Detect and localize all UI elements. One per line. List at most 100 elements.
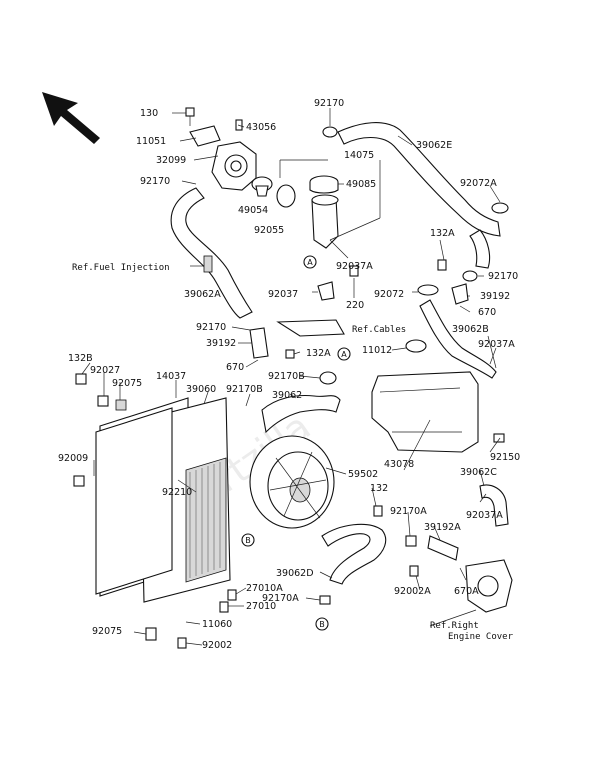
part-label: 14075 xyxy=(344,150,374,161)
part-label: 670 xyxy=(226,362,244,373)
part-label: 92072 xyxy=(374,289,404,300)
part-label: 132B xyxy=(68,353,93,364)
part-label: 39062B xyxy=(452,324,489,335)
clamp-92072 xyxy=(417,284,439,296)
part-label: 92170B xyxy=(226,384,263,395)
part-label: 39062D xyxy=(276,568,314,579)
part-label: 92037A xyxy=(336,261,373,272)
part-label: 39192 xyxy=(480,291,510,302)
radiator-screen xyxy=(95,407,173,595)
part-label: 132 xyxy=(370,483,388,494)
upper-hose-39062e xyxy=(337,122,501,237)
part-label: 92072A xyxy=(460,178,497,189)
lower-hose-39062d xyxy=(321,523,387,585)
callout-b-left: B xyxy=(241,533,255,547)
clamp-92170-top xyxy=(322,126,338,138)
small-fasteners xyxy=(73,119,505,649)
part-label: 32099 xyxy=(156,155,186,166)
part-label: 92170 xyxy=(314,98,344,109)
part-label: 59502 xyxy=(348,469,378,480)
part-label: 92075 xyxy=(92,626,122,637)
part-label: 39192 xyxy=(206,338,236,349)
reference-labels: Ref.Fuel Injection Ref.Cables Ref.Right … xyxy=(72,263,514,642)
fitting-39192 xyxy=(451,283,469,305)
clamp-92170b xyxy=(319,371,337,385)
part-label: 92002 xyxy=(202,640,232,651)
part-label: 132A xyxy=(430,228,455,239)
o-ring-92055 xyxy=(276,184,296,208)
part-label: 49085 xyxy=(346,179,376,190)
part-label: 92075 xyxy=(112,378,142,389)
part-label: 11012 xyxy=(362,345,392,356)
part-label: 39062C xyxy=(460,467,497,478)
part-label: 92027 xyxy=(90,365,120,376)
part-label: 92037 xyxy=(268,289,298,300)
part-label: 49054 xyxy=(238,205,268,216)
part-label: 92009 xyxy=(58,453,88,464)
part-label: 39060 xyxy=(186,384,216,395)
thermostat-housing-32099 xyxy=(211,141,257,191)
callout-a-lower: A xyxy=(337,347,351,361)
clamp-92170-right xyxy=(462,270,478,282)
callout-circles: A A B B xyxy=(241,255,351,631)
part-label: 130 xyxy=(140,108,158,119)
part-label: 92170B xyxy=(268,371,305,382)
callout-b-right: B xyxy=(315,617,329,631)
part-label: 92055 xyxy=(254,225,284,236)
fuel-injection-fitting xyxy=(203,255,213,273)
part-label: 14037 xyxy=(156,371,186,382)
part-label: 92150 xyxy=(490,452,520,463)
svg-text:A: A xyxy=(341,350,347,359)
hose-39062b xyxy=(419,299,497,379)
radiator-cap-49085 xyxy=(309,175,339,194)
part-label: 92170 xyxy=(488,271,518,282)
ref-label-fuel-injection: Ref.Fuel Injection xyxy=(72,263,170,273)
part-number-labels: 130 11051 43056 32099 92170 92170 39062E… xyxy=(58,98,520,651)
radiator-fins xyxy=(189,462,221,578)
part-label: 39062E xyxy=(416,140,452,151)
fan-assembly-59502 xyxy=(249,435,335,529)
part-label: 39192A xyxy=(424,522,461,533)
part-label: 132A xyxy=(306,348,331,359)
svg-text:B: B xyxy=(245,536,251,545)
water-pump-cover xyxy=(465,559,513,613)
fitting-39192-left xyxy=(249,327,269,359)
svg-text:B: B xyxy=(319,620,325,629)
hose-39062c xyxy=(479,484,509,527)
filler-neck-14075 xyxy=(311,194,339,249)
callout-a-upper: A xyxy=(303,255,317,269)
hose-39062a xyxy=(170,187,253,319)
part-label: 92037A xyxy=(466,510,503,521)
part-label: 39062 xyxy=(272,390,302,401)
part-label: 92037A xyxy=(478,339,515,350)
part-label: 92170A xyxy=(390,506,427,517)
part-label: 43078 xyxy=(384,459,414,470)
ref-label-cables: Ref.Cables xyxy=(352,325,406,335)
reserve-tank-43078 xyxy=(371,371,479,453)
part-label: 11051 xyxy=(136,136,166,147)
hose-132a-right xyxy=(469,229,491,269)
leader-lines xyxy=(81,108,501,646)
bracket-11051 xyxy=(189,125,221,147)
part-label: 11060 xyxy=(202,619,232,630)
part-label: 43056 xyxy=(246,122,276,133)
part-label: 670 xyxy=(478,307,496,318)
bracket-92037 xyxy=(317,281,335,301)
cap-11012 xyxy=(405,339,427,353)
ref-label-engine-cover: Engine Cover xyxy=(448,632,514,642)
svg-text:A: A xyxy=(307,258,313,267)
bolt-130 xyxy=(185,107,195,126)
front-direction-arrow-icon xyxy=(42,92,100,144)
part-label: 27010A xyxy=(246,583,283,594)
part-label: 27010 xyxy=(246,601,276,612)
part-label: 92170A xyxy=(262,593,299,604)
hose-39062-small-lower xyxy=(427,535,459,561)
clamp-92072a xyxy=(491,202,509,214)
part-label: 39062A xyxy=(184,289,221,300)
part-label: 670A xyxy=(454,586,479,597)
part-label: 220 xyxy=(346,300,364,311)
ref-label-right: Ref.Right xyxy=(430,621,479,631)
cable-bracket xyxy=(276,319,345,337)
part-label: 92002A xyxy=(394,586,431,597)
